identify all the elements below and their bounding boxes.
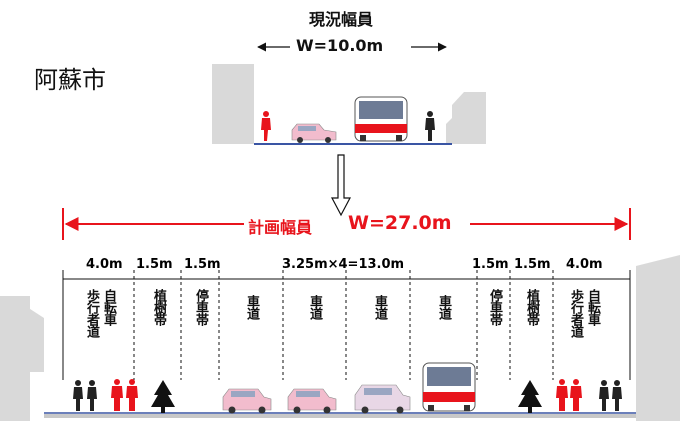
zone-label-parking-lane: 停車帯 (193, 289, 208, 325)
transition-arrow (331, 154, 351, 217)
planned-width-title: 計画幅員 (248, 218, 313, 237)
zone-label-pedestrian-path: 歩行者道 (568, 289, 583, 337)
cyclist-figure (556, 379, 582, 411)
dimension-label: 1.5m (136, 257, 173, 272)
zone-label-planting-strip: 植樹帯 (524, 289, 539, 325)
location-label: 阿蘇市 (34, 66, 106, 94)
pedestrian-figure (425, 111, 435, 141)
dimension-label: 3.25m×4=13.0m (282, 257, 405, 272)
zone-label-carriageway: 車道 (372, 295, 387, 319)
car-figure (287, 388, 337, 414)
tree-figure (518, 380, 542, 413)
car-figure (354, 384, 411, 414)
car-figure (291, 123, 337, 143)
zone-label-bike-path: 自転車 (585, 289, 600, 325)
dimension-label: 4.0m (86, 257, 123, 272)
zone-label-pedestrian-path: 歩行者道 (84, 289, 99, 337)
bus-figure (422, 362, 476, 412)
current-width-title: 現況幅員 (309, 10, 374, 29)
tree-figure (151, 380, 175, 413)
dimension-line (62, 270, 631, 380)
dimension-label: 1.5m (514, 257, 551, 272)
dimension-label: 4.0m (566, 257, 603, 272)
zone-label-carriageway: 車道 (436, 295, 451, 319)
planned-left-building (0, 296, 44, 421)
dimension-label: 1.5m (184, 257, 221, 272)
zone-label-planting-strip: 植樹帯 (151, 289, 166, 325)
car-figure (222, 388, 272, 414)
zone-label-carriageway: 車道 (244, 295, 259, 319)
cyclist-figure (111, 379, 138, 411)
planned-road-surface (44, 412, 636, 418)
current-right-building (446, 92, 486, 144)
pedestrian-figure (261, 111, 271, 141)
pedestrian-figure (599, 380, 622, 411)
current-left-building (212, 64, 254, 144)
planned-width-value: W=27.0m (348, 212, 452, 234)
zone-label-carriageway: 車道 (307, 295, 322, 319)
current-width-value: W=10.0m (296, 36, 384, 55)
zone-label-parking-lane: 停車帯 (487, 289, 502, 325)
planned-width-arrow (62, 208, 631, 240)
pedestrian-figure (73, 380, 97, 411)
planned-right-building (636, 255, 680, 421)
zone-label-bike-path: 自転車 (101, 289, 116, 325)
bus-figure (354, 96, 408, 142)
dimension-label: 1.5m (472, 257, 509, 272)
